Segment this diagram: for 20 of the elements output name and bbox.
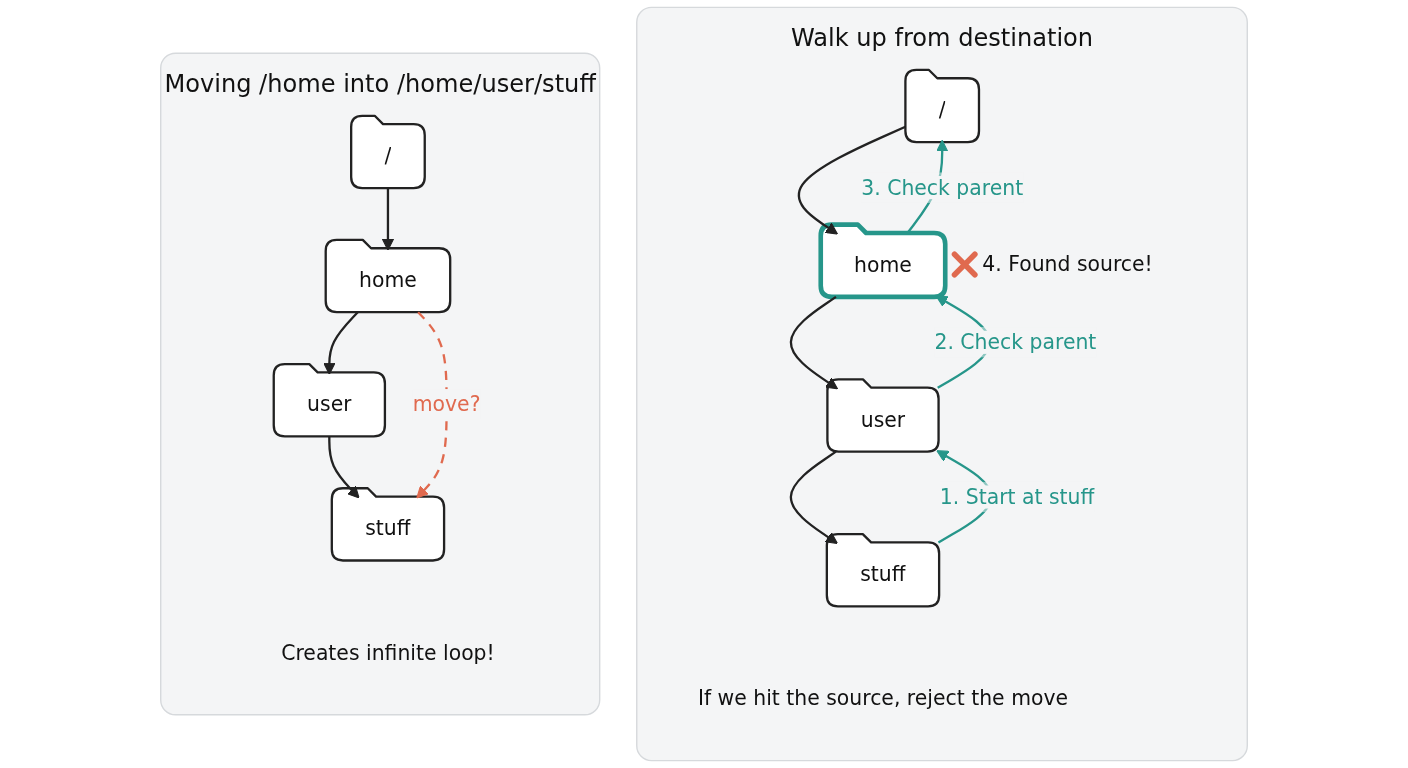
- node-box: user: [826, 378, 940, 453]
- edge-label: 2. Check parent: [934, 330, 1097, 354]
- node-box: stuff: [825, 532, 941, 608]
- node-box: home: [324, 238, 452, 314]
- arrow: [323, 311, 359, 375]
- node-box: /: [350, 114, 426, 190]
- node-label: 4. Found source!: [982, 252, 1153, 277]
- arrow: [416, 311, 448, 499]
- arrow: [797, 125, 906, 235]
- edge-label: 3. Check parent: [861, 176, 1024, 200]
- node-box: /: [904, 68, 981, 144]
- node-box: user: [272, 362, 387, 438]
- node-box: home: [818, 222, 948, 300]
- arrow: [328, 436, 360, 499]
- edge-label: 1. Start at stuff: [939, 485, 1095, 509]
- arrow: [789, 295, 839, 390]
- edge-label: move?: [412, 392, 481, 416]
- arrow: [789, 450, 839, 544]
- node-box: stuff: [330, 487, 446, 562]
- arrow: [381, 188, 395, 251]
